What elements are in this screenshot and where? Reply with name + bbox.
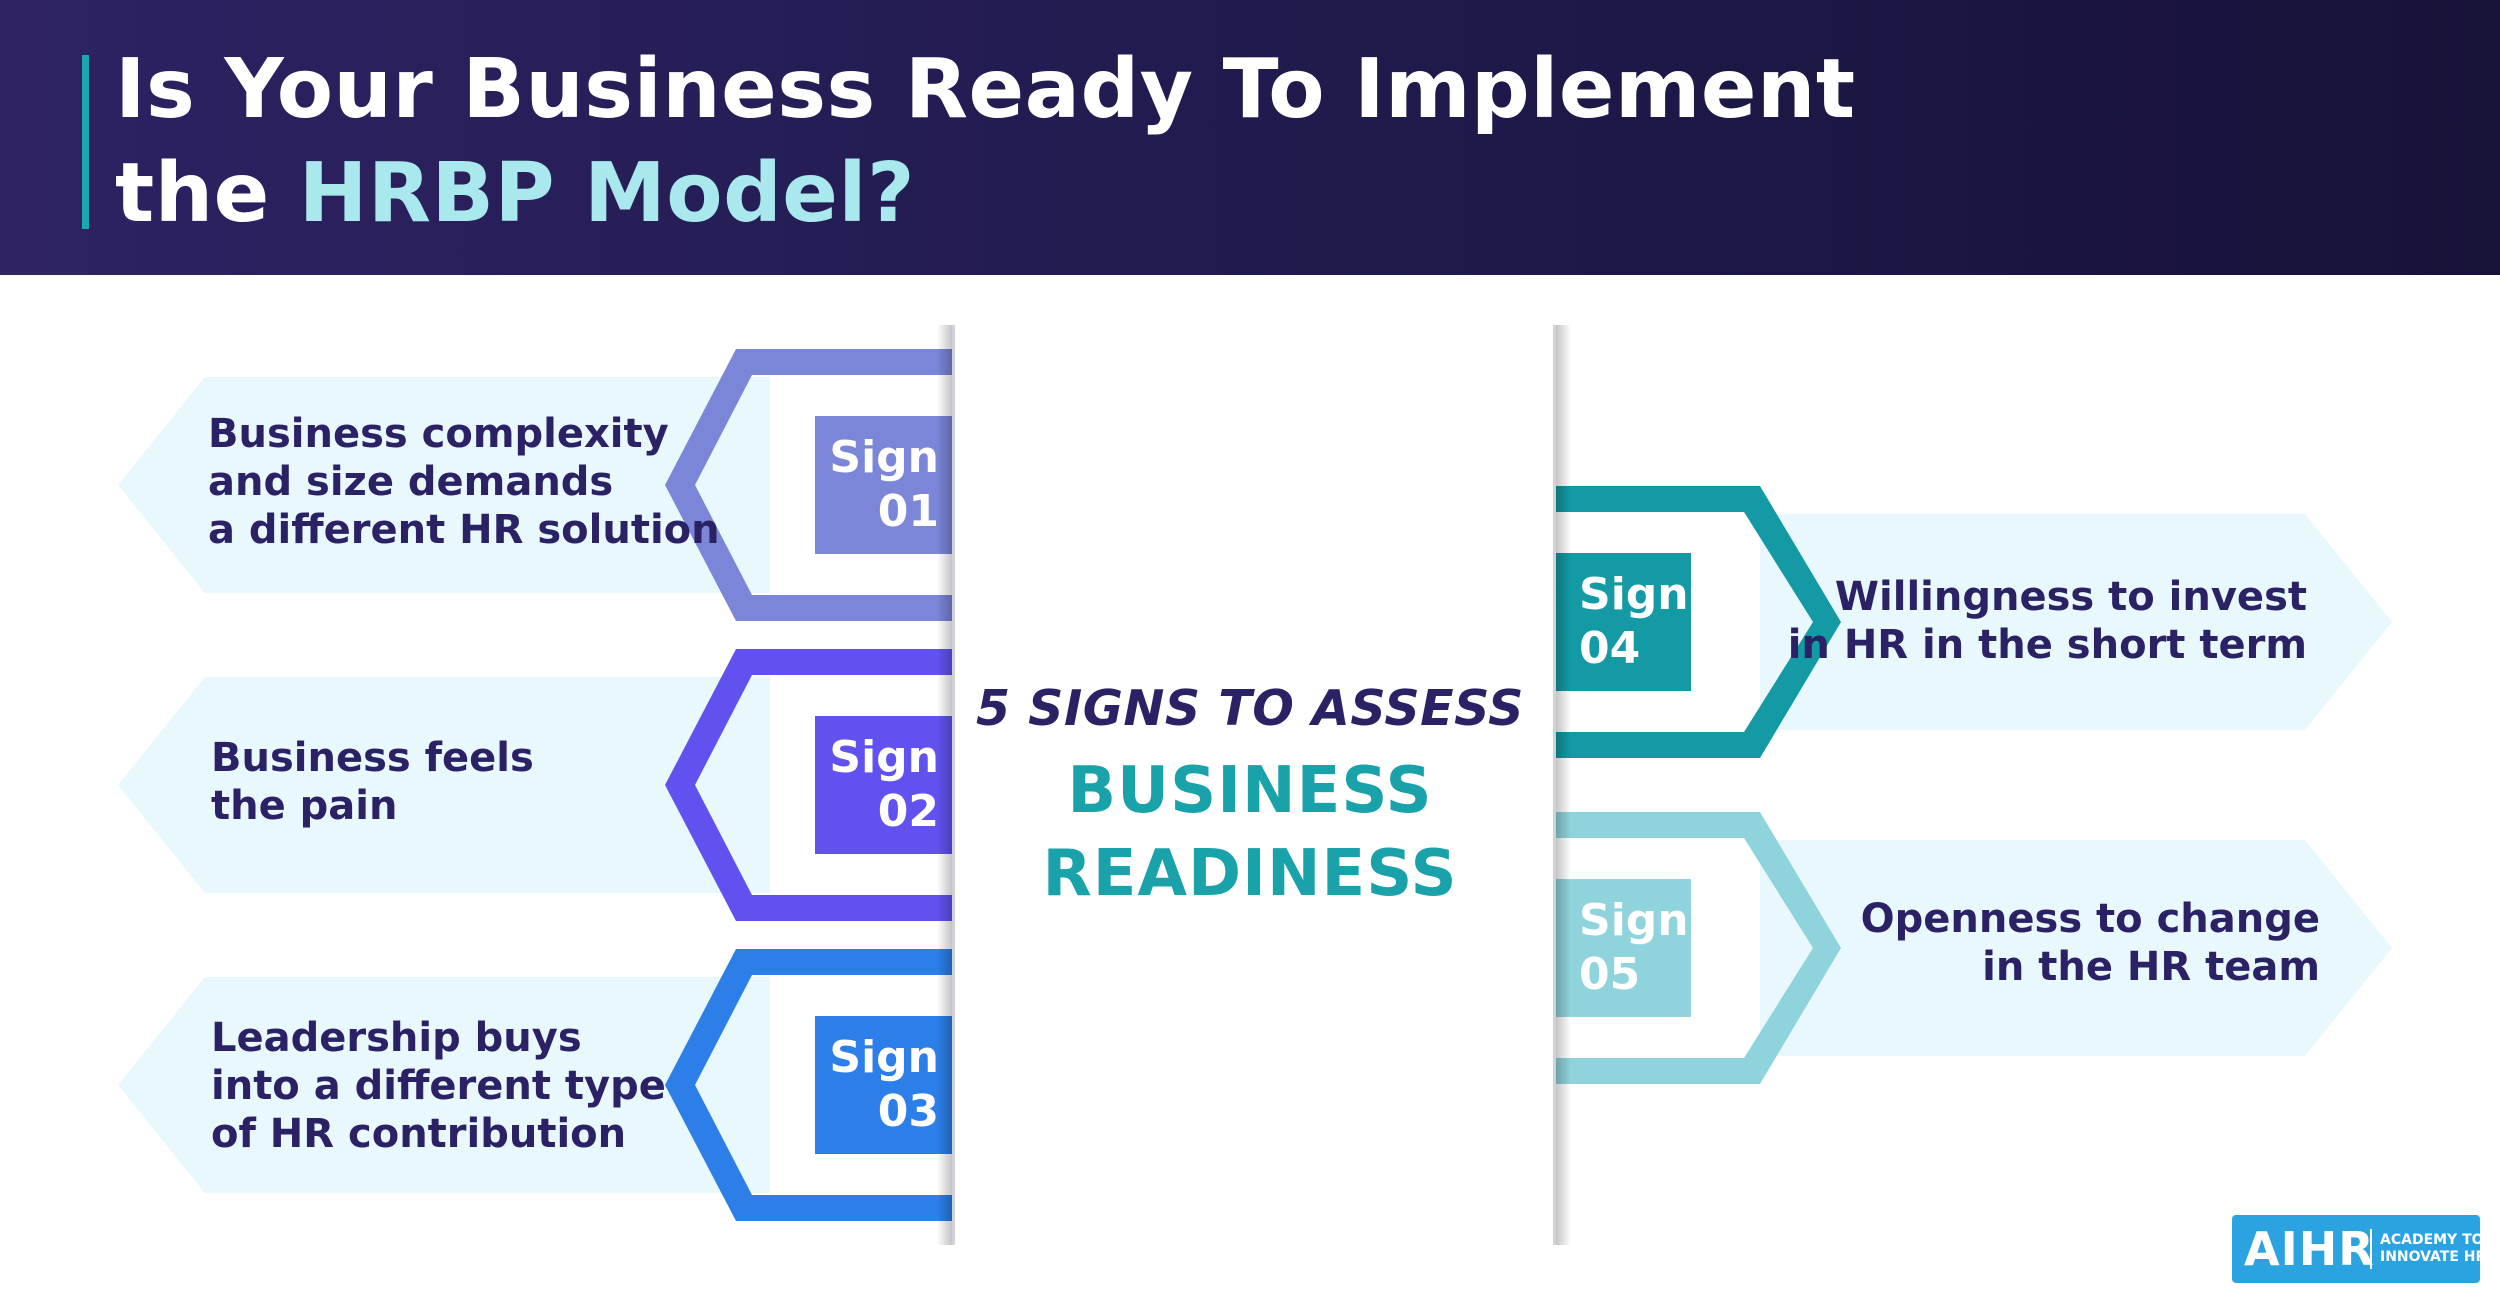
sign-03-card <box>118 977 770 1193</box>
sign-01-group <box>118 349 955 621</box>
center-title-line-2: READINESS <box>1042 837 1458 911</box>
sign-01-card <box>118 377 770 593</box>
sign-02-word: Sign <box>829 732 939 783</box>
sign-03-number: 03 <box>877 1086 939 1137</box>
sign-04-number: 04 <box>1579 623 1641 674</box>
header-accent-bar <box>82 55 89 229</box>
sign-05-text: Openness to change in the HR team <box>1861 895 2320 991</box>
sign-02-label: Sign 02 <box>815 716 953 854</box>
sign-03-line-3: of HR contribution <box>211 1111 627 1157</box>
sign-04-box <box>1553 553 1691 691</box>
center-title-line-1: BUSINESS <box>1067 754 1433 828</box>
sign-03-box <box>815 1016 953 1154</box>
logo-tagline: ACADEMY TO INNOVATE HR <box>2380 1232 2486 1266</box>
center-panel <box>955 325 1553 1245</box>
sign-04-line-1: Willingness to invest <box>1834 574 2307 620</box>
sign-02-line-2: the pain <box>211 783 398 829</box>
sign-02-text: Business feels the pain <box>211 734 534 830</box>
sign-03-word: Sign <box>829 1032 939 1083</box>
sign-03-text: Leadership buys into a different type of… <box>211 1014 666 1158</box>
center-subtitle: 5 SIGNS TO ASSESS <box>976 680 1524 737</box>
center-panel-right-shadow <box>1553 325 1571 1245</box>
logo-divider <box>2370 1229 2372 1269</box>
logo-tagline-line-1: ACADEMY TO <box>2380 1232 2484 1248</box>
title-line-2-prefix: the <box>115 146 299 241</box>
sign-05-card <box>1760 840 2392 1056</box>
sign-02-number: 02 <box>877 786 939 837</box>
center-panel-left-shadow <box>937 325 955 1245</box>
sign-03-line-1: Leadership buys <box>211 1015 582 1061</box>
sign-05-line-2: in the HR team <box>1982 944 2320 990</box>
sign-01-word: Sign <box>829 432 939 483</box>
sign-02-box <box>815 716 953 854</box>
sign-04-line-2: in HR in the short term <box>1787 622 2307 668</box>
aihr-logo: AIHR ACADEMY TO INNOVATE HR <box>2232 1215 2486 1283</box>
sign-05-word: Sign <box>1579 895 1689 946</box>
sign-03-label: Sign 03 <box>815 1016 953 1154</box>
center-panel-left-edge <box>952 325 955 1245</box>
sign-03-group <box>118 949 955 1221</box>
sign-04-card <box>1760 514 2392 730</box>
sign-05-line-1: Openness to change <box>1860 896 2320 942</box>
logo-wordmark: AIHR <box>2244 1222 2375 1276</box>
sign-04-text: Willingness to invest in HR in the short… <box>1788 573 2307 669</box>
sign-01-line-1: Business complexity <box>208 411 669 457</box>
sign-05-box <box>1553 879 1691 1017</box>
sign-02-line-1: Business feels <box>211 735 534 781</box>
header-banner: Is Your Business Ready To Implement the … <box>0 0 2500 275</box>
sign-01-label: Sign 01 <box>815 416 953 554</box>
sign-01-text: Business complexity and size demands a d… <box>208 410 720 554</box>
title-line-1: Is Your Business Ready To Implement <box>115 42 1856 137</box>
center-main-title: BUSINESS READINESS <box>960 750 1540 916</box>
title-highlight: HRBP Model? <box>298 146 916 241</box>
sign-02-card <box>118 677 770 893</box>
sign-02-group <box>118 649 955 921</box>
sign-01-box <box>815 416 953 554</box>
sign-05-group <box>1553 812 2392 1084</box>
sign-05-label: Sign 05 <box>1563 879 1701 1017</box>
sign-01-line-2: and size demands <box>208 459 614 505</box>
sign-01-line-3: a different HR solution <box>208 507 720 553</box>
sign-04-word: Sign <box>1579 569 1689 620</box>
sign-05-number: 05 <box>1579 949 1641 1000</box>
sign-01-number: 01 <box>877 486 939 537</box>
logo-tagline-line-2: INNOVATE HR <box>2380 1249 2487 1265</box>
sign-04-group <box>1553 486 2392 758</box>
center-panel-right-edge <box>1553 325 1556 1245</box>
page-title: Is Your Business Ready To Implement the … <box>115 38 1856 246</box>
sign-04-label: Sign 04 <box>1563 553 1701 691</box>
sign-03-line-2: into a different type <box>211 1063 666 1109</box>
